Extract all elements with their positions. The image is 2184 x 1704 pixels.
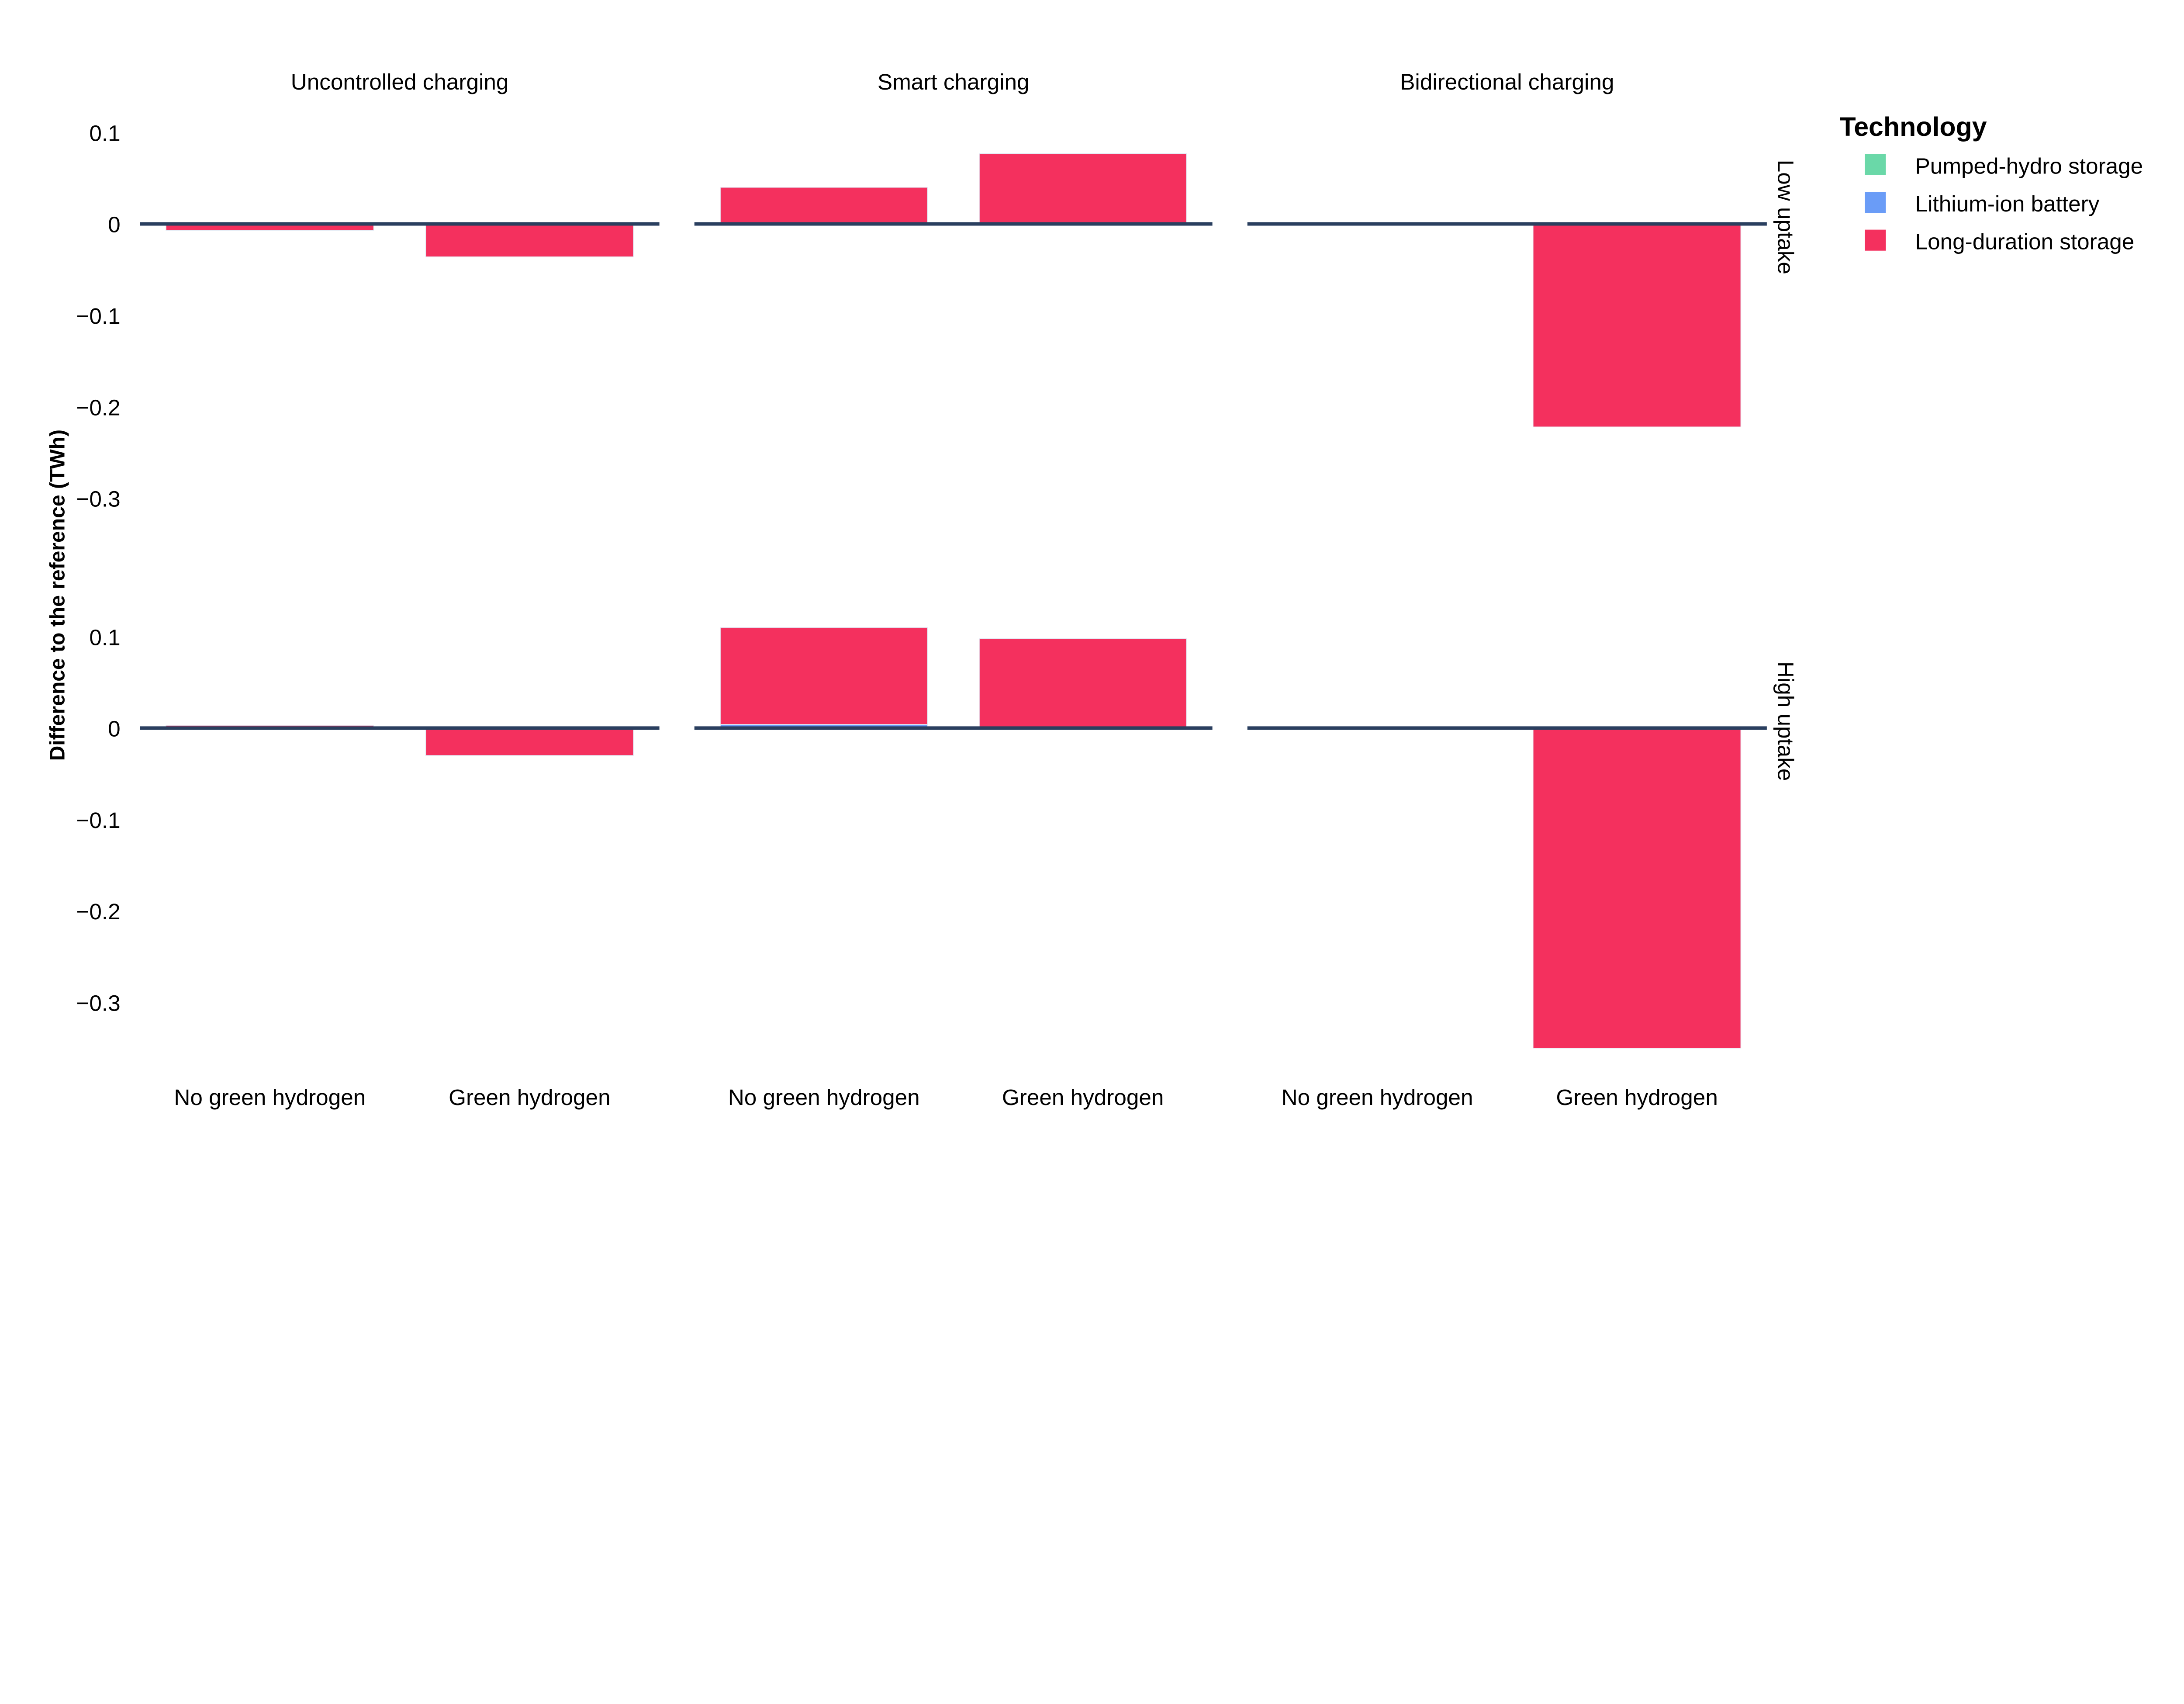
- faceted-bar-chart: Difference to the reference (TWh) Uncont…: [45, 69, 2143, 1110]
- legend-entry[interactable]: Long-duration storage: [1915, 229, 2135, 254]
- column-facet-label: Smart charging: [878, 69, 1030, 94]
- column-facet-label: Uncontrolled charging: [291, 69, 509, 94]
- legend: Technology Pumped-hydro storageLithium-i…: [1840, 112, 2143, 254]
- y-tick-label: −0.3: [76, 991, 120, 1016]
- x-tick-label: No green hydrogen: [1282, 1085, 1473, 1110]
- legend-entry[interactable]: Pumped-hydro storage: [1915, 153, 2143, 178]
- y-tick-label: −0.1: [76, 808, 120, 833]
- bar-long-duration-storage: [720, 187, 928, 225]
- bar-long-duration-storage: [1532, 223, 1742, 427]
- y-tick-label: 0: [108, 717, 121, 741]
- y-tick-label: −0.2: [76, 899, 120, 924]
- legend-entry[interactable]: Lithium-ion battery: [1915, 191, 2100, 216]
- x-tick-label: Green hydrogen: [449, 1085, 611, 1110]
- x-tick-label: No green hydrogen: [174, 1085, 366, 1110]
- x-tick-label: Green hydrogen: [1002, 1085, 1164, 1110]
- bar-long-duration-storage: [425, 727, 634, 756]
- row-facet-label: High uptake: [1773, 662, 1798, 781]
- bar-long-duration-storage: [1532, 727, 1742, 1049]
- bar-long-duration-storage: [979, 153, 1187, 225]
- bar-long-duration-storage: [720, 627, 928, 725]
- legend-swatch[interactable]: [1865, 192, 1886, 213]
- y-tick-label: −0.1: [76, 304, 120, 329]
- x-tick-label: Green hydrogen: [1556, 1085, 1718, 1110]
- bar-long-duration-storage: [425, 223, 634, 257]
- row-facet-label: Low uptake: [1773, 160, 1798, 274]
- legend-swatch[interactable]: [1865, 229, 1886, 251]
- bar-long-duration-storage: [979, 638, 1187, 729]
- y-tick-label: 0.1: [89, 625, 120, 650]
- y-tick-label: 0.1: [89, 121, 120, 145]
- y-tick-label: −0.3: [76, 487, 120, 512]
- x-tick-label: No green hydrogen: [728, 1085, 920, 1110]
- legend-title: Technology: [1840, 112, 1987, 142]
- y-axis-title: Difference to the reference (TWh): [45, 429, 69, 761]
- column-facet-label: Bidirectional charging: [1400, 69, 1614, 94]
- y-tick-label: −0.2: [76, 395, 120, 420]
- legend-swatch[interactable]: [1865, 154, 1886, 175]
- y-tick-label: 0: [108, 212, 121, 237]
